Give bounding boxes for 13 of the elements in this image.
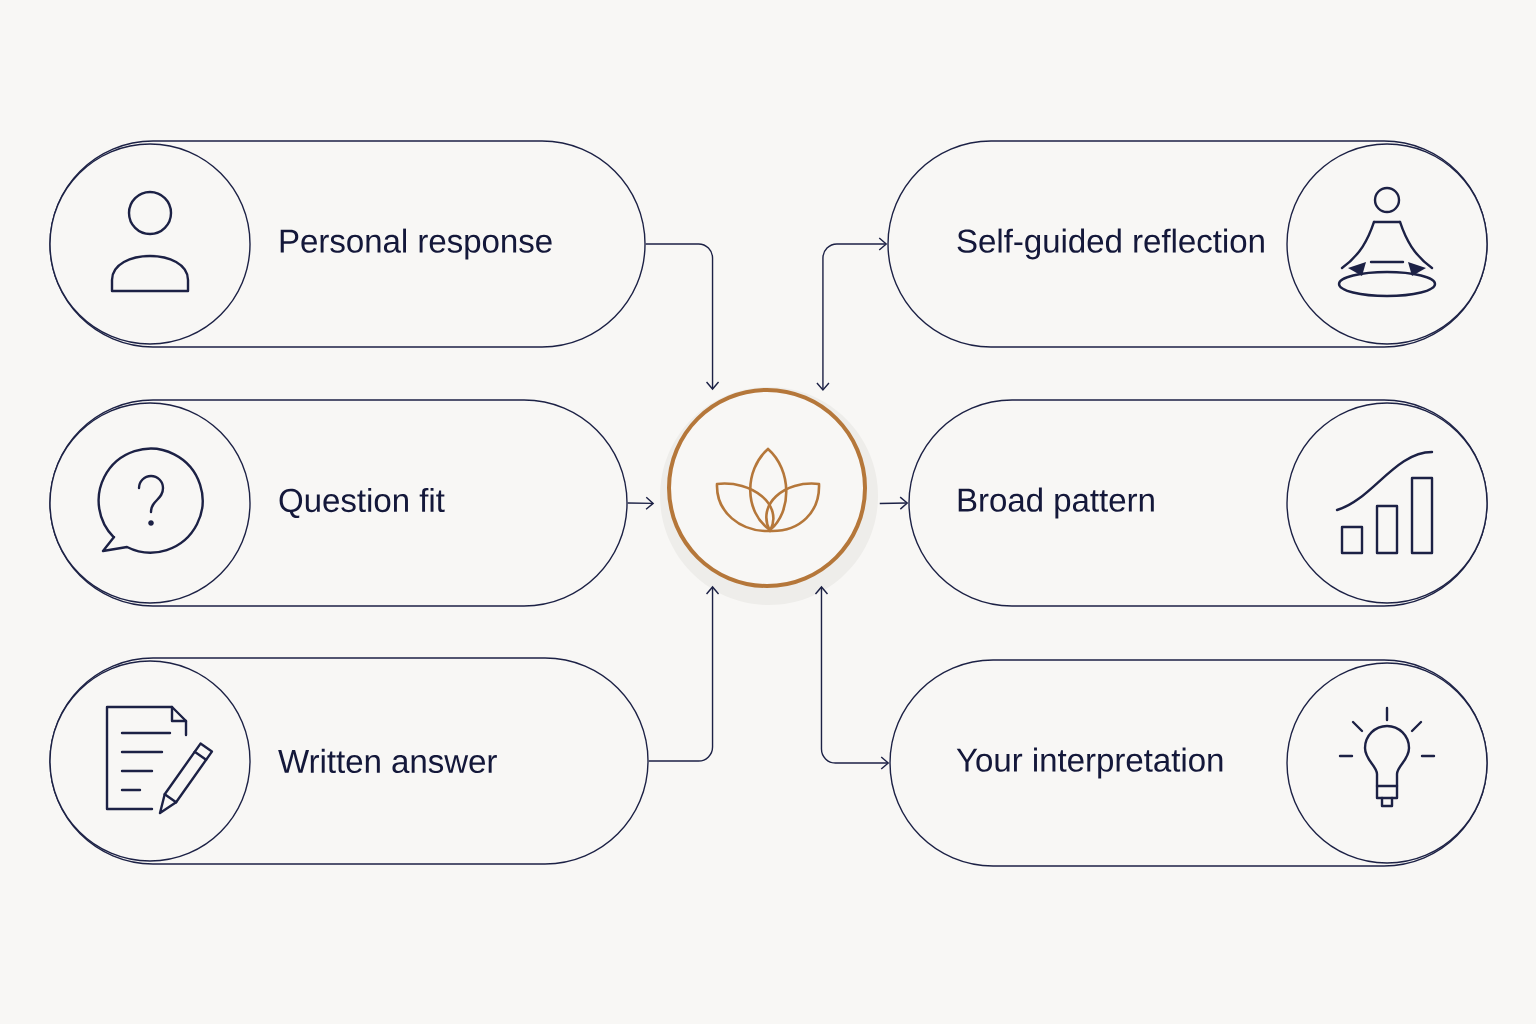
arrow (645, 243, 720, 391)
pill-box: Broad pattern (908, 399, 1488, 607)
pill-box: Your interpretation (889, 659, 1488, 867)
arrow (816, 237, 888, 392)
pill-box: Question fit (49, 399, 628, 607)
pill-box: Personal response (49, 140, 646, 348)
arrow (627, 496, 655, 510)
circle-node (660, 387, 878, 605)
arrow (879, 496, 909, 510)
arrow (814, 585, 890, 770)
pill-box: Written answer (49, 657, 649, 865)
arrow (648, 585, 720, 762)
pill-box: Self-guided reflection (887, 140, 1488, 348)
